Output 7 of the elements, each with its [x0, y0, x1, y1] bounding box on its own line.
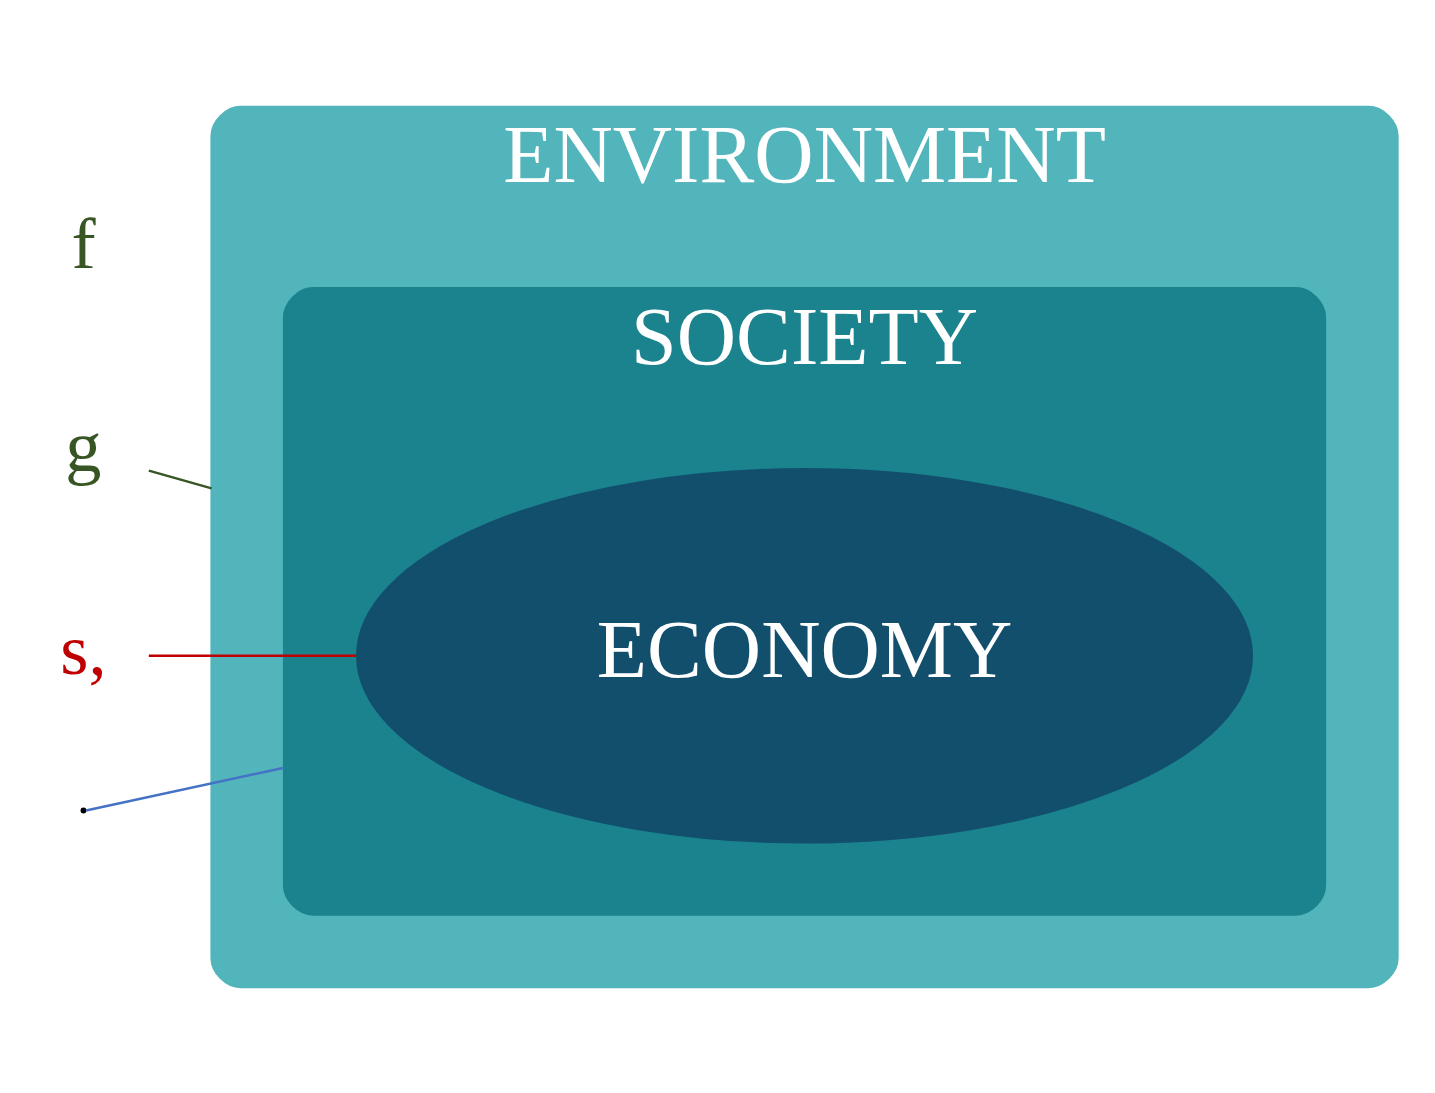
node-text: g: [65, 405, 102, 487]
connector: [148, 654, 356, 657]
connector: [148, 468, 212, 489]
label: f: [71, 202, 96, 284]
node-ellipse: ECONOMY: [356, 467, 1254, 843]
node-text: s,: [60, 608, 107, 690]
connector: [85, 766, 285, 812]
